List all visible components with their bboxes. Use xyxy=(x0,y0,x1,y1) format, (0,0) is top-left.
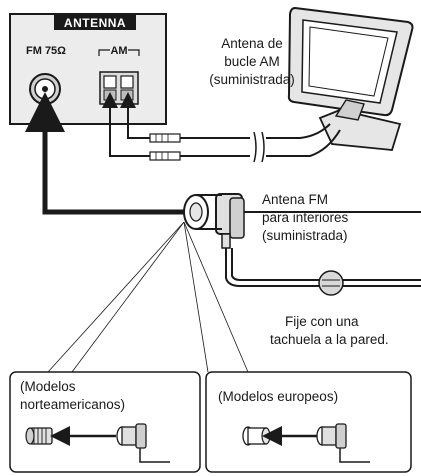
european-inset: (Modelos europeos) xyxy=(205,371,412,473)
svg-text:bucle AM: bucle AM xyxy=(224,54,280,69)
svg-text:(suministrada): (suministrada) xyxy=(209,72,295,87)
svg-text:(suministrada): (suministrada) xyxy=(262,228,348,243)
tack-icon xyxy=(318,270,344,296)
svg-text:tachuela a la pared.: tachuela a la pared. xyxy=(270,332,389,347)
iec-connector-icon xyxy=(242,426,271,446)
eu-adapter-icon xyxy=(316,423,370,463)
fm-wire xyxy=(225,211,421,287)
svg-text:para interiores: para interiores xyxy=(262,210,349,225)
european-label: (Modelos europeos) xyxy=(218,389,338,404)
north-american-label-line1: (Modelos xyxy=(20,379,76,394)
fm-jack-icon xyxy=(29,73,61,105)
fm-antenna-label: Antena FM para interiores (suministrada) xyxy=(262,192,349,243)
svg-text:Antena de: Antena de xyxy=(221,36,283,51)
callout-lines xyxy=(47,221,249,373)
am-bracket xyxy=(98,49,140,56)
fm-port-label: FM 75Ω xyxy=(26,45,66,57)
fm-connector-icon xyxy=(183,193,245,249)
rear-panel: ANTENNA FM 75Ω AM xyxy=(9,13,167,125)
tack-note: Fije con una tachuela a la pared. xyxy=(270,314,389,347)
panel-body xyxy=(9,13,167,125)
am-terminal-icon xyxy=(99,71,139,105)
north-american-inset: (Modelos norteamericanos) xyxy=(9,371,201,473)
panel-header xyxy=(54,14,136,30)
na-adapter-icon xyxy=(116,423,170,463)
panel-title: ANTENNA xyxy=(64,16,126,30)
am-port-label: AM xyxy=(110,45,127,57)
svg-text:Antena FM: Antena FM xyxy=(262,192,328,207)
am-antenna-label: Antena de bucle AM (suministrada) xyxy=(209,36,295,87)
north-american-label-line2: norteamericanos) xyxy=(20,397,125,412)
f-connector-icon xyxy=(25,427,53,445)
am-loop-antenna-icon xyxy=(287,6,414,151)
svg-text:Fije con una: Fije con una xyxy=(285,314,359,329)
